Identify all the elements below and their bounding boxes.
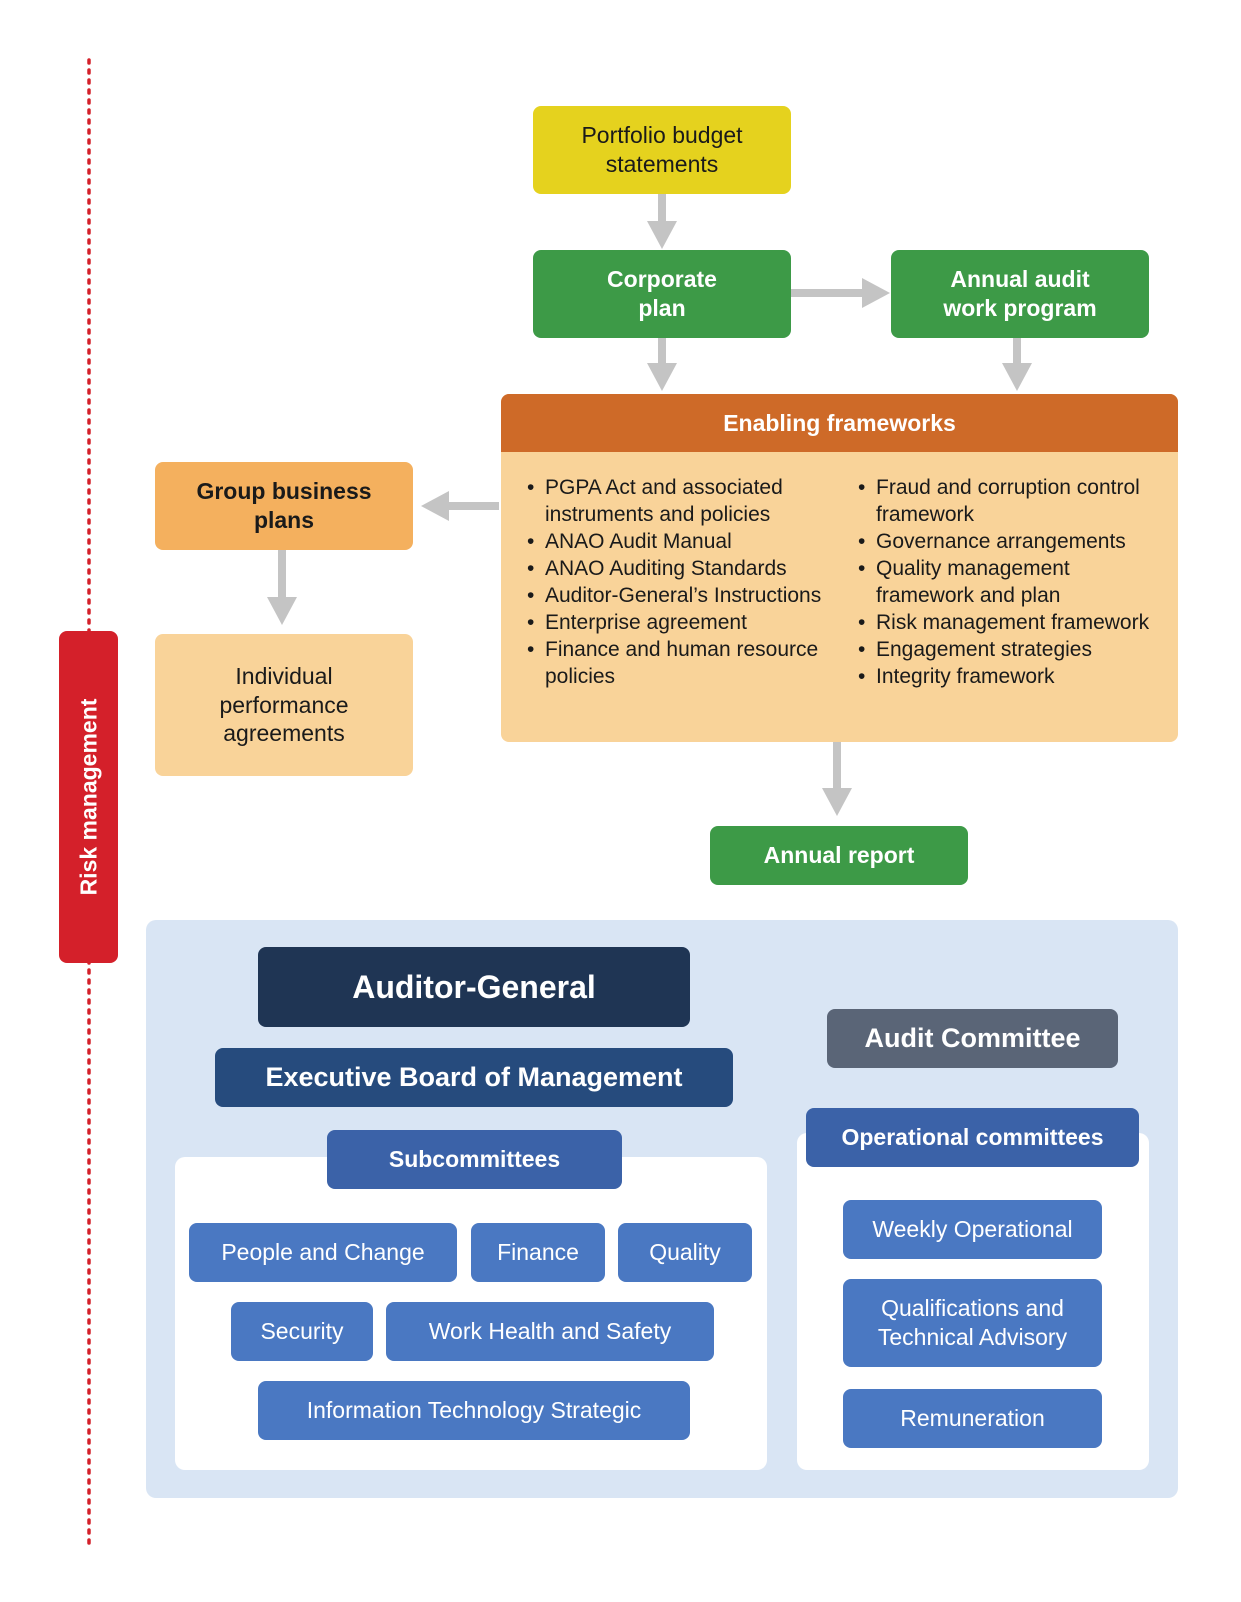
ef-right-item: Integrity framework <box>856 663 1166 690</box>
arrow-portfolio-corporate <box>658 194 666 222</box>
arrow-enabling-report <box>833 741 841 789</box>
arrow-enabling-group-head <box>421 491 449 521</box>
subcommittee-people-and-change: People and Change <box>189 1223 457 1282</box>
operational-committees-title: Operational committees <box>806 1108 1139 1167</box>
ef-left-item: ANAO Audit Manual <box>525 528 825 555</box>
arrow-enabling-group <box>447 502 499 510</box>
arrow-annual-enabling <box>1013 338 1021 364</box>
arrow-corporate-enabling <box>658 338 666 364</box>
annual-audit-work-program: Annual audit work program <box>891 250 1149 338</box>
individual-performance-agreements: Individual performance agreements <box>155 634 413 776</box>
enabling-frameworks-title: Enabling frameworks <box>501 394 1178 452</box>
ef-left-item: PGPA Act and associated instruments and … <box>525 474 825 528</box>
ef-right-item: Governance arrangements <box>856 528 1166 555</box>
group-business-plans: Group business plans <box>155 462 413 550</box>
arrow-group-individual <box>278 548 286 598</box>
executive-board-of-management: Executive Board of Management <box>215 1048 733 1107</box>
arrow-portfolio-corporate-head <box>647 221 677 249</box>
arrow-corporate-enabling-head <box>647 363 677 391</box>
subcommittee-finance: Finance <box>471 1223 605 1282</box>
arrow-corporate-annual-head <box>862 278 890 308</box>
arrow-group-individual-head <box>267 597 297 625</box>
enabling-frameworks-panel: Enabling frameworks PGPA Act and associa… <box>501 394 1178 742</box>
auditor-general: Auditor-General <box>258 947 690 1027</box>
subcommittee-quality: Quality <box>618 1223 752 1282</box>
enabling-frameworks-left-list: PGPA Act and associated instruments and … <box>525 474 825 690</box>
ef-right-item: Quality management framework and plan <box>856 555 1166 609</box>
ef-left-item: Finance and human resource policies <box>525 636 825 690</box>
operational-qualifications-and-technical-advisory: Qualifications and Technical Advisory <box>843 1279 1102 1367</box>
corporate-plan: Corporate plan <box>533 250 791 338</box>
ef-left-item: ANAO Auditing Standards <box>525 555 825 582</box>
ef-left-item: Auditor-General’s Instructions <box>525 582 825 609</box>
ef-right-item: Engagement strategies <box>856 636 1166 663</box>
portfolio-budget-statements: Portfolio budget statements <box>533 106 791 194</box>
subcommittee-work-health-and-safety: Work Health and Safety <box>386 1302 714 1361</box>
operational-weekly-operational: Weekly Operational <box>843 1200 1102 1259</box>
subcommittee-security: Security <box>231 1302 373 1361</box>
arrow-annual-enabling-head <box>1002 363 1032 391</box>
ef-left-item: Enterprise agreement <box>525 609 825 636</box>
subcommittees-title: Subcommittees <box>327 1130 622 1189</box>
risk-management-label: Risk management <box>59 631 118 963</box>
annual-report: Annual report <box>710 826 968 885</box>
arrow-enabling-report-head <box>822 788 852 816</box>
ef-right-item: Risk management framework <box>856 609 1166 636</box>
operational-remuneration: Remuneration <box>843 1389 1102 1448</box>
subcommittee-information-technology-strategic: Information Technology Strategic <box>258 1381 690 1440</box>
arrow-corporate-annual <box>787 289 863 297</box>
audit-committee: Audit Committee <box>827 1009 1118 1068</box>
enabling-frameworks-right-list: Fraud and corruption control frameworkGo… <box>856 474 1166 690</box>
ef-right-item: Fraud and corruption control framework <box>856 474 1166 528</box>
risk-management-text: Risk management <box>75 698 101 896</box>
